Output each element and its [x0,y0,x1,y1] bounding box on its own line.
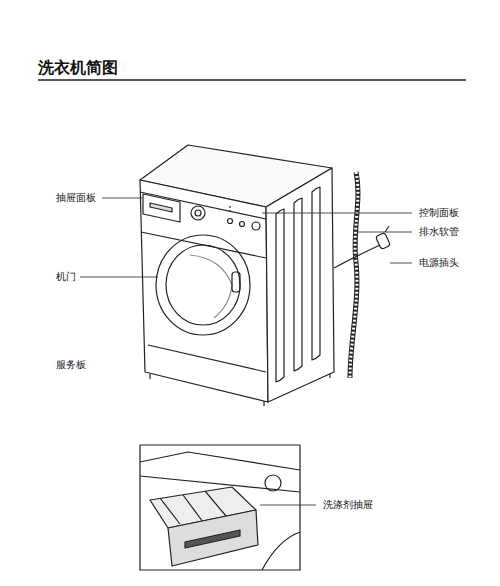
front-face [140,180,268,402]
power-plug [376,233,391,250]
drawer-panel [143,194,180,222]
inset-frame [140,445,300,570]
door-reflection [190,255,232,318]
button [252,222,260,230]
drawer-front [168,510,258,566]
indicator [229,206,230,214]
leader-line [260,505,316,506]
door-glass [166,245,240,325]
foot [263,401,264,406]
drawer-front-handle [185,530,240,548]
part-label: 机门 [55,271,77,283]
button [240,222,245,227]
diagram-title: 洗衣机简图 [38,58,118,77]
part-label: 电源插头 [418,257,460,269]
inset-door-arc [262,532,300,570]
leader-line [262,213,412,214]
knob-centre [195,210,201,216]
part-label: 服务板 [55,359,87,371]
leader-line [390,263,412,264]
drawer-handle [150,203,172,212]
leader-line [358,232,412,233]
hose-ribs [350,172,358,378]
inset-knob [265,475,281,491]
plug-pin [385,226,389,232]
button [228,219,233,224]
leader-line [102,198,142,199]
side-groove [276,209,284,382]
leader-line [80,277,158,278]
door-handle [232,272,240,292]
drain-hose [350,172,358,378]
foot [149,374,150,379]
part-label: 抽屉面板 [55,192,97,204]
panel-edge [140,192,266,219]
service-panel-edge [148,345,266,372]
part-label: 排水软管 [418,226,460,238]
side-face [266,168,334,402]
inset-top-edge [140,452,300,470]
part-label: 控制面板 [418,207,460,219]
power-cord [334,245,380,268]
title-rule [38,79,466,81]
part-label: 洗涤剂抽屉 [322,499,374,511]
foot [329,373,330,378]
knob [191,206,205,220]
door-ring [156,235,250,335]
side-groove [294,198,302,371]
